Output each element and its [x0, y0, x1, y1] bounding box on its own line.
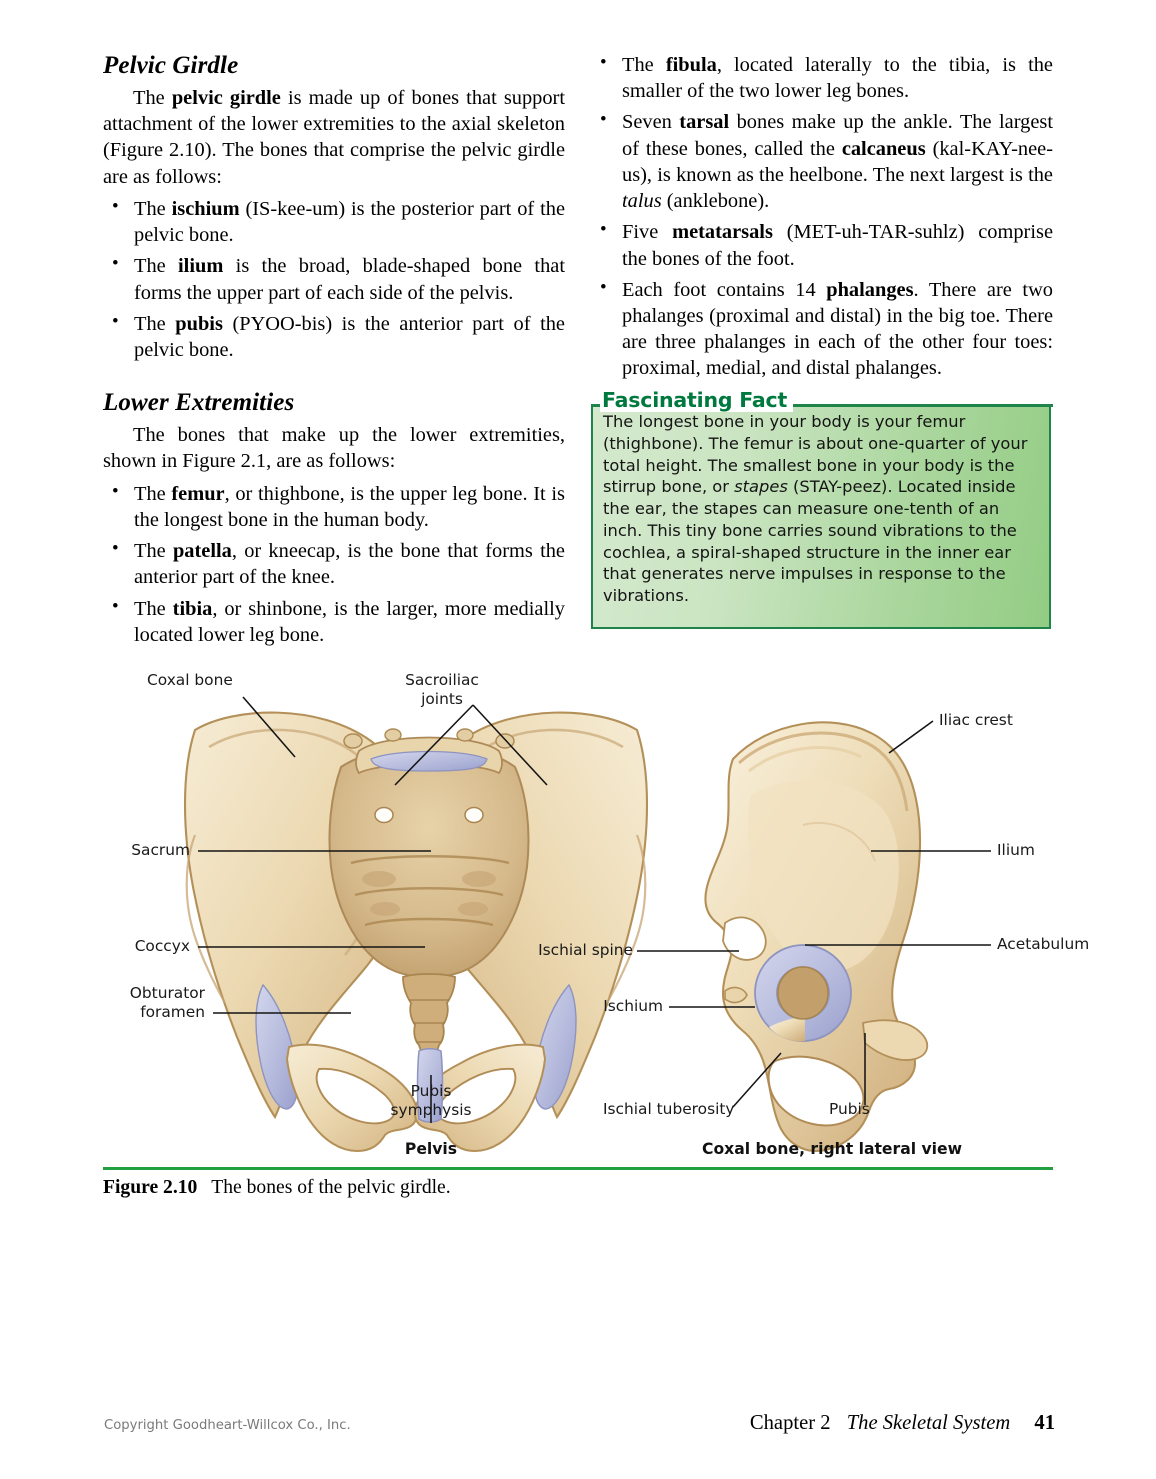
left-obturator-foramen	[315, 1067, 396, 1125]
list-item: Five metatarsals (MET-uh-TAR-suhlz) comp…	[591, 218, 1053, 271]
label-ischial-spine: Ischial spine	[538, 941, 633, 959]
coccyx-segment-lines	[409, 999, 449, 1043]
list-item: Seven tarsal bones make up the ankle. Th…	[591, 108, 1053, 214]
footer-chapter: Chapter 2	[749, 1412, 831, 1434]
right-obturator-foramen	[436, 1067, 517, 1125]
panel-subtitle-coxal-bone: Coxal bone, right lateral view	[702, 1140, 962, 1158]
label-coxal-bone: Coxal bone	[147, 671, 233, 689]
left-hip-cartilage	[255, 983, 299, 1110]
label-sacroiliac-line2: joints	[421, 690, 463, 708]
pubic-symphysis-cartilage	[416, 1048, 444, 1123]
footer-running-head: Chapter 2 The Skeletal System 41	[750, 1412, 1055, 1435]
leader-coxal-bone	[242, 696, 296, 758]
label-acetabulum: Acetabulum	[997, 935, 1090, 953]
greater-sciatic-notch	[722, 916, 767, 961]
figure-caption: Figure 2.10 The bones of the pelvic gird…	[103, 1175, 1053, 1200]
acetabular-notch	[769, 1017, 805, 1042]
list-item: The tibia, or shinbone, is the larger, m…	[103, 594, 565, 648]
left-text-column: Pelvic Girdle The pelvic girdle is made …	[103, 52, 565, 653]
fascinating-fact-panel	[591, 404, 1051, 629]
list-item: The ischium (IS-kee-um) is the posterior…	[103, 195, 565, 248]
sacral-foramen	[464, 806, 484, 824]
leader-sacroiliac-left	[394, 704, 474, 786]
pubis-ramus	[862, 1019, 929, 1061]
sacral-ridge	[364, 917, 494, 927]
pelvic-girdle-bullet-list: The ischium (IS-kee-um) is the posterior…	[103, 195, 565, 363]
footer-copyright: Copyright Goodheart-Willcox Co., Inc.	[104, 1418, 351, 1433]
sacral-depression	[458, 902, 488, 916]
label-obturator-line1: Obturator	[129, 984, 205, 1002]
leader-sacroiliac-right	[472, 704, 548, 786]
label-ilium: Ilium	[997, 841, 1035, 859]
label-ischial-tuberosity: Ischial tuberosity	[603, 1100, 735, 1118]
fascinating-fact-title: Fascinating Fact	[600, 388, 794, 412]
right-hip-cartilage	[533, 983, 577, 1110]
panel-subtitle-pelvis: Pelvis	[404, 1140, 458, 1158]
footer-book-section: The Skeletal System	[846, 1412, 1011, 1434]
label-pubis-lateral: Pubis	[829, 1100, 870, 1118]
label-sacrum: Sacrum	[131, 841, 190, 859]
articular-process	[384, 728, 402, 742]
acetabular-fossa	[777, 966, 829, 1020]
iliac-crest-highlight	[748, 746, 862, 773]
right-text-column: The fibula, located laterally to the tib…	[591, 51, 1053, 387]
sacral-foramen	[374, 806, 394, 824]
fascinating-fact-rule	[591, 404, 1053, 407]
footer-page-number: 41	[1034, 1412, 1055, 1434]
list-item: The pubis (PYOO-bis) is the anterior par…	[103, 310, 565, 363]
sacral-ridge	[350, 855, 510, 865]
leader-iliac-crest	[888, 720, 934, 754]
heading-pelvic-girdle: Pelvic Girdle	[103, 52, 239, 79]
figure-divider-rule	[103, 1167, 1053, 1170]
figure-caption-number: Figure 2.10	[103, 1177, 198, 1198]
pelvis-anterior-view	[184, 711, 648, 1153]
iliac-crest-ridge	[738, 731, 909, 812]
label-ischium: Ischium	[603, 997, 663, 1015]
sacral-ridge	[354, 887, 504, 897]
left-ilium-edge	[185, 834, 226, 1004]
paragraph-pelvic-girdle-intro: The pelvic girdle is made up of bones th…	[103, 87, 566, 188]
label-obturator-line2: foramen	[140, 1003, 205, 1021]
right-ilium-edge	[606, 834, 647, 1004]
pelvis-anatomy-artwork	[184, 696, 991, 1153]
list-item: The patella, or kneecap, is the bone tha…	[103, 537, 565, 590]
vertebral-disc-cartilage	[370, 750, 488, 772]
fascinating-fact-body: The longest bone in your body is your fe…	[603, 412, 1028, 605]
iliac-fossa-shading	[747, 780, 899, 972]
figure-2-10-illustration: Coxal bone Sacroiliac joints Sacrum Cocc…	[103, 655, 1089, 1165]
articular-process	[456, 728, 474, 742]
heading-lower-extremities: Lower Extremities	[103, 389, 295, 417]
sacral-depression	[462, 871, 496, 887]
coxal-bone-lateral-view	[704, 721, 929, 1152]
ischial-spine-bump	[724, 986, 748, 1004]
label-sacroiliac-line1: Sacroiliac	[405, 671, 479, 689]
label-pubis-symphysis-line1: Pubis	[410, 1082, 452, 1100]
ilium-texture-line	[802, 821, 876, 862]
list-item: The femur, or thighbone, is the upper le…	[103, 480, 565, 533]
leader-ischial-tuberosity	[732, 1052, 782, 1108]
pelvis-leader-lines	[198, 696, 548, 1123]
lower-extremities-bullet-list: The femur, or thighbone, is the upper le…	[103, 480, 565, 648]
transverse-process	[343, 733, 363, 749]
label-iliac-crest: Iliac crest	[939, 711, 1013, 729]
list-item: Each foot contains 14 phalanges. There a…	[591, 276, 1053, 382]
figure-caption-text: The bones of the pelvic girdle.	[211, 1177, 451, 1198]
sacral-depression	[362, 871, 396, 887]
lower-extremities-bullet-list-continued: The fibula, located laterally to the tib…	[591, 51, 1053, 382]
label-pubis-symphysis-line2: symphysis	[390, 1101, 472, 1119]
coxal-leader-lines	[637, 720, 991, 1108]
coccyx-shape	[402, 973, 456, 1058]
list-item: The fibula, located laterally to the tib…	[591, 51, 1053, 104]
obturator-foramen-lateral	[767, 1055, 865, 1127]
list-item: The ilium is the broad, blade-shaped bon…	[103, 252, 565, 305]
label-coccyx: Coccyx	[134, 937, 190, 955]
paragraph-lower-extremities-intro: The bones that make up the lower extremi…	[103, 424, 565, 473]
sacral-depression	[370, 902, 400, 916]
